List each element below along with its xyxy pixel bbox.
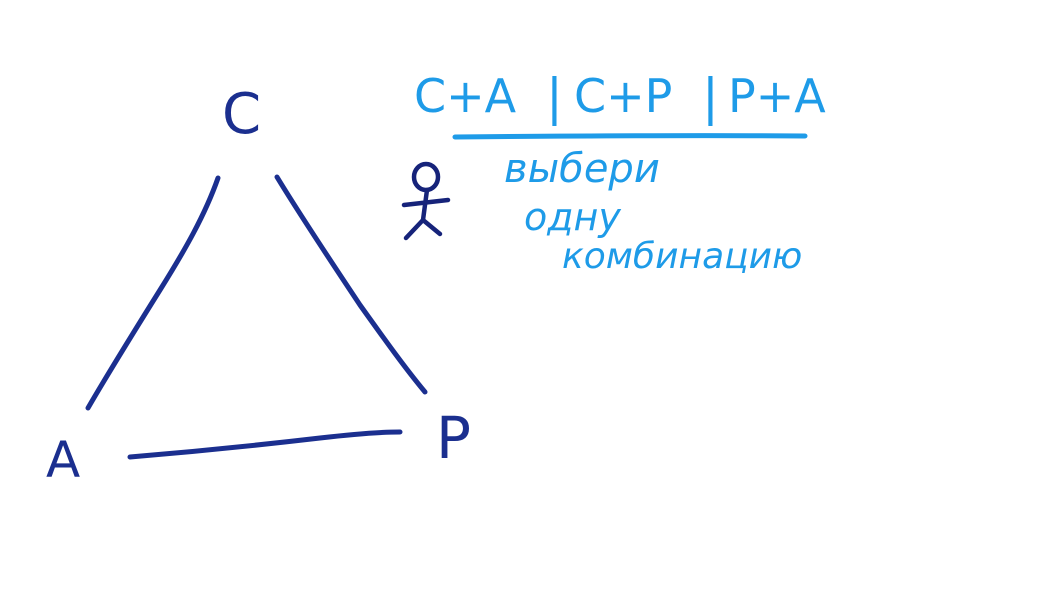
stick-figure-icon xyxy=(401,161,451,241)
triangle xyxy=(85,174,428,460)
triangle-edge-cp xyxy=(274,174,428,395)
caption: выбери одну комбинацию xyxy=(504,146,802,277)
formula-option-1: C+A xyxy=(414,69,517,123)
triangle-edge-ca xyxy=(85,175,221,411)
vertex-label-p: P xyxy=(436,404,471,472)
formula-option-2: C+P xyxy=(574,69,672,123)
formula-option-3: P+A xyxy=(728,69,826,123)
caption-line-3: комбинацию xyxy=(562,236,802,277)
formula-separator-2: | xyxy=(702,68,719,126)
caption-line-2: одну xyxy=(524,195,621,239)
triangle-edge-ap xyxy=(127,429,403,460)
fraction-bar xyxy=(452,133,808,140)
formula: C+A | C+P | P+A xyxy=(414,68,826,126)
vertex-label-c: C xyxy=(222,82,261,147)
caption-line-1: выбери xyxy=(504,146,660,192)
vertex-label-a: A xyxy=(46,431,80,489)
formula-separator-1: | xyxy=(546,68,563,126)
